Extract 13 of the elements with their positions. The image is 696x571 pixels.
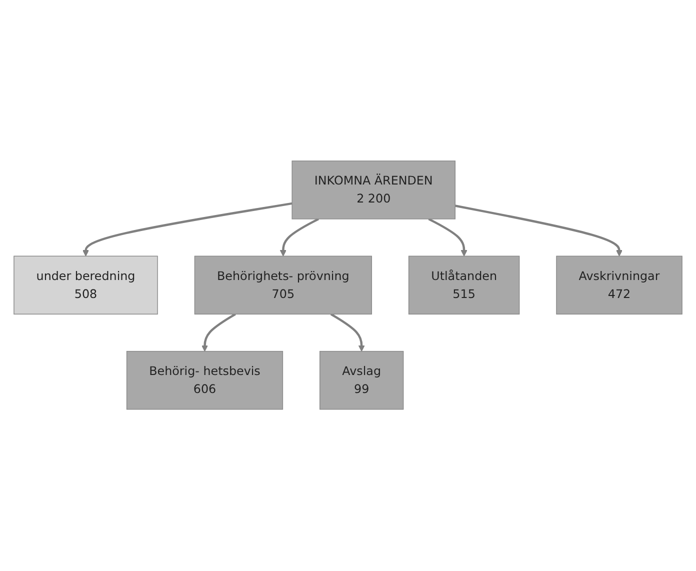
node-box: Avslag 99 xyxy=(320,351,404,410)
arrow xyxy=(201,314,236,352)
node-box: Utlåtanden 515 xyxy=(408,256,520,315)
arrow xyxy=(454,205,623,257)
arrow xyxy=(330,314,365,352)
node-box: INKOMNA ÄRENDEN 2 200 xyxy=(292,160,456,220)
node-box: Behörig- hetsbevis 606 xyxy=(126,351,284,410)
arrow xyxy=(428,218,468,257)
node-box: Behörighets- prövning 705 xyxy=(194,256,372,315)
node-box: Avskrivningar 472 xyxy=(556,256,682,315)
node-box: under beredning 508 xyxy=(14,256,158,315)
arrow xyxy=(82,202,292,257)
arrow xyxy=(280,218,320,257)
